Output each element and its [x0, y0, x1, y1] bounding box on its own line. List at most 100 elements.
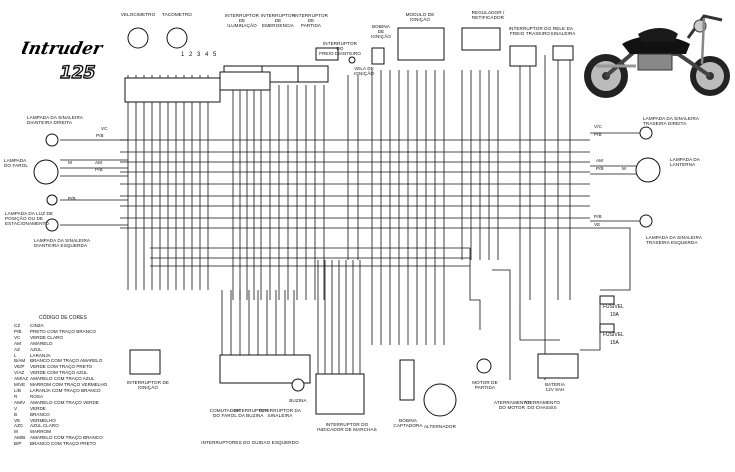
headlight-icon	[33, 159, 59, 185]
legend-color-name: BRANCO COM TRAÇO PRETO	[30, 441, 96, 447]
legend-color-name: MARROM	[30, 429, 51, 435]
components	[33, 27, 661, 417]
label-tacometro: TACOMETRO	[162, 12, 192, 17]
starter-wire	[469, 248, 481, 330]
handlebar-switches-block	[219, 354, 311, 384]
indicator-number-1: 1	[181, 52, 185, 58]
wire-mark-m: M	[68, 160, 72, 165]
indicator-number-3: 3	[197, 52, 201, 58]
indicator-number-2: 2	[189, 52, 193, 58]
legend-code: R	[14, 393, 18, 399]
label-fuse-10a: 10A	[610, 312, 619, 318]
ground-wire	[492, 269, 511, 380]
legend-color-name: AMARELO	[30, 340, 53, 346]
label-regulador: REGULADOR /RETIFICADOR	[471, 10, 505, 20]
speedometer-icon	[127, 27, 149, 49]
label-fusivel: FUSIVEL	[603, 304, 624, 310]
spark-plug-icon	[348, 56, 356, 64]
intruder-logo: Intruder 125	[22, 39, 106, 82]
legend-color-name: PRETO COM TRAÇO BRANCO	[30, 328, 96, 334]
legend-code: L/B	[14, 387, 21, 393]
legend-color-name: VERMELHO	[30, 417, 56, 423]
front-brake-switch-box	[315, 47, 339, 61]
legend-color-name: VERDE CLARO	[30, 334, 63, 340]
legend-item: M/VE MARROM COM TRAÇO VERMELHO	[14, 382, 204, 388]
label-fusivel-2: FUSIVEL	[603, 332, 624, 338]
legend-code: L	[14, 352, 17, 358]
legend-color-name: MARROM COM TRAÇO VERMELHO	[30, 382, 108, 388]
rear-brake-switch-box	[509, 45, 537, 67]
wire-mark-pb-2: P/B	[95, 167, 103, 172]
tail-lamp-icon	[635, 157, 661, 183]
legend-color-name: AZUL	[30, 346, 42, 352]
wire-mark-pb-r3: P/B	[594, 214, 602, 219]
turn-signal-rear-left-icon	[639, 214, 653, 228]
legend-color-name: VERDE COM TRAÇO PRETO	[30, 364, 93, 370]
alternator-icon	[423, 383, 457, 417]
position-lamp-icon	[46, 194, 58, 206]
legend-code: AM/AZ	[14, 376, 29, 382]
wire-mark-pb-r: P/B	[594, 132, 602, 137]
legend-code: M/VE	[14, 382, 26, 388]
legend-code: B	[14, 411, 18, 417]
horn-icon	[291, 378, 305, 392]
ignition-coil-box	[371, 47, 385, 65]
legend-code: VC	[14, 334, 21, 340]
starter-motor-icon	[476, 358, 492, 374]
wire-mark-am: AM	[95, 160, 103, 165]
wire-harness	[60, 55, 640, 380]
indicator-number-4: 4	[205, 52, 209, 58]
legend-code: AZC	[14, 423, 24, 429]
legend-item: B BRANCO	[14, 412, 204, 418]
legend-color-name: BRANCO	[30, 411, 50, 417]
legend-item: M MARROM	[14, 429, 204, 435]
legend-code: V	[14, 405, 18, 411]
legend-code: M	[14, 429, 18, 435]
legend-code: B/P	[14, 441, 22, 447]
legend-title: CÓDIGO DE CORES	[39, 315, 87, 321]
legend-color-name: AMARELO COM TRAÇO BRANCO	[30, 435, 103, 441]
label-guidao-esquerdo: INTERRUPTORES DO GUIDAO ESQUERDO	[201, 440, 299, 445]
fuse-15a-box	[599, 323, 615, 333]
legend-color-name: AMARELO COM TRAÇO AZUL	[30, 376, 95, 382]
wire-mark-pb-3: P/B	[68, 196, 76, 201]
regulator-box	[461, 27, 501, 51]
legend-color-name: BRANCO COM TRAÇO AMARELO	[30, 358, 103, 364]
battery-box	[537, 353, 579, 379]
svg-text:Intruder: Intruder	[22, 39, 106, 59]
battery-wire	[519, 300, 560, 341]
legend-code: CZ	[14, 323, 21, 328]
gear-indicator-switch-block	[315, 373, 365, 415]
battery-wire	[580, 300, 601, 351]
motorcycle-image	[584, 14, 730, 98]
fuse-wire	[590, 227, 631, 291]
